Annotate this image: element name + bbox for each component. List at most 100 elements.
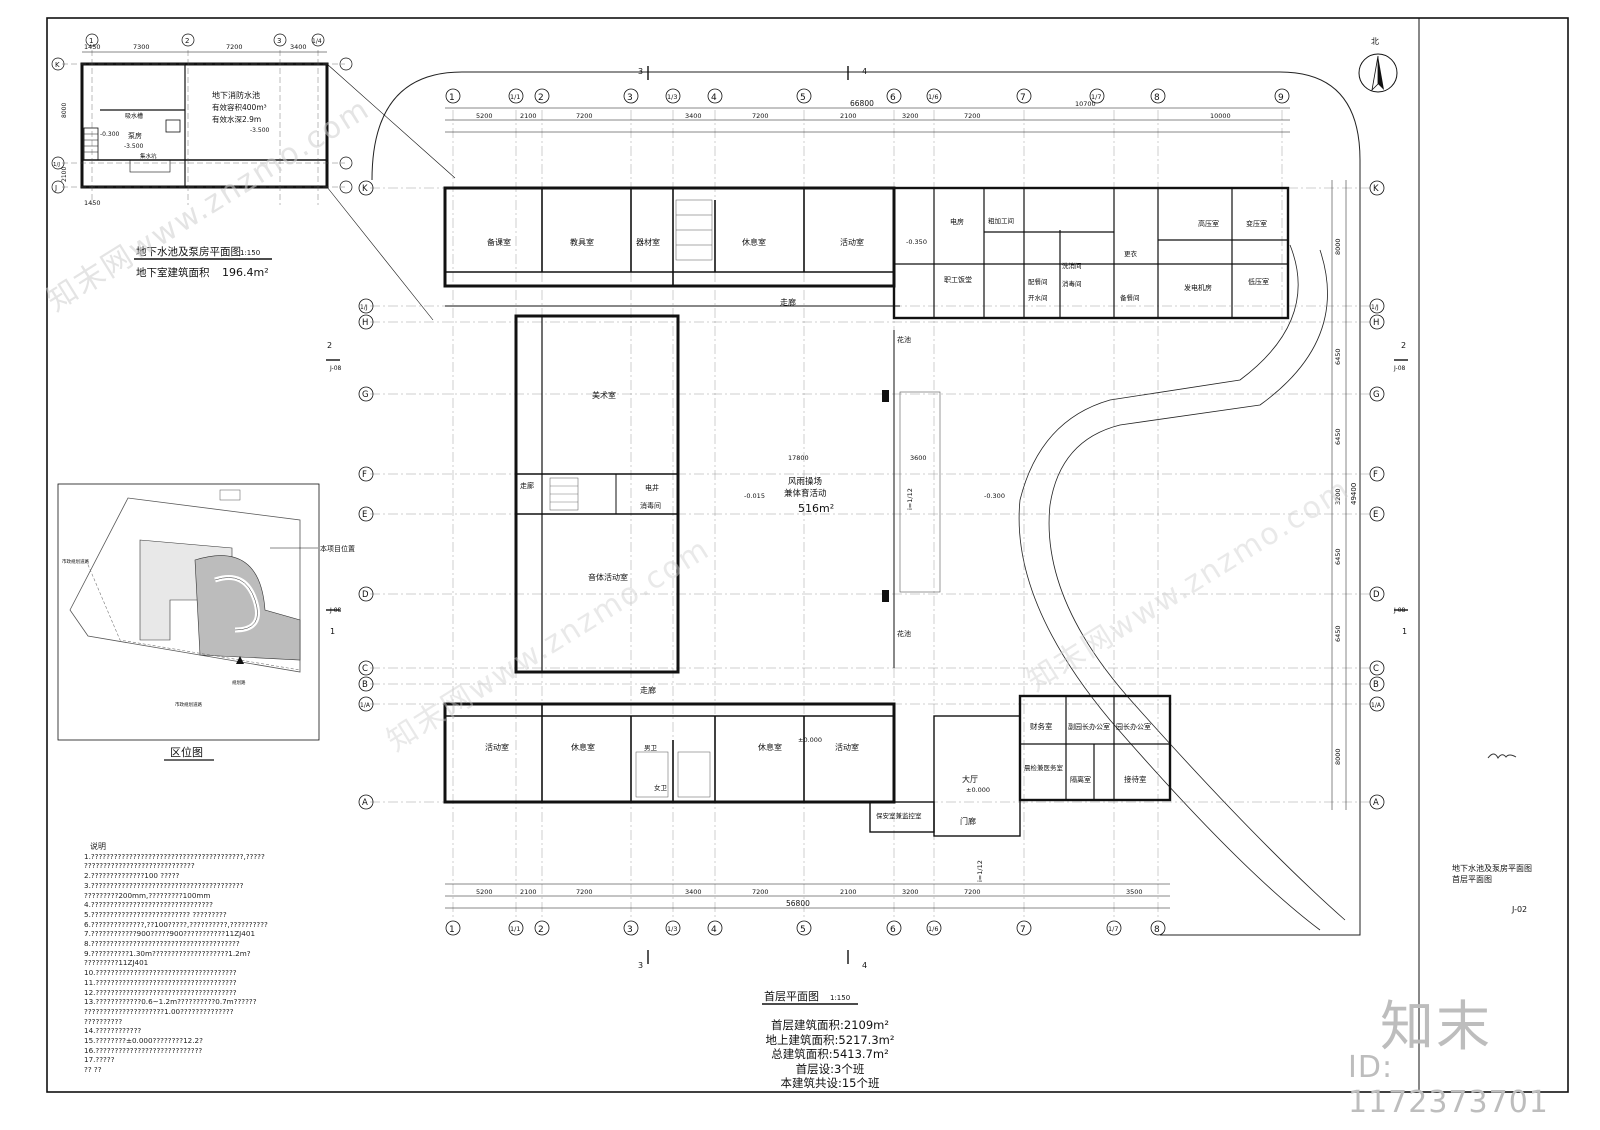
office-room: 花池 bbox=[897, 629, 911, 638]
general-notes: 说明 1.???????????????????????????????????… bbox=[84, 842, 384, 1075]
bottom-dim: 7200 bbox=[752, 888, 769, 896]
service-room: 高压室 bbox=[1198, 219, 1219, 228]
basement-room: 集水坑 bbox=[140, 152, 157, 160]
site-boundary bbox=[371, 71, 1361, 936]
axis-label-x: 1/3 bbox=[667, 93, 677, 101]
note-line: 10.????????????????????????????????????? bbox=[84, 968, 237, 978]
ramp-slope: i=1/12 bbox=[906, 488, 914, 510]
main-plan-title: 首层平面图 bbox=[764, 989, 819, 1003]
axis-label-x-bottom: 2 bbox=[538, 925, 544, 935]
axis-label-y-right: B bbox=[1373, 680, 1379, 690]
note-line: 3.??????????????????????????????????????… bbox=[84, 880, 244, 890]
note-line: ?? ?? bbox=[84, 1065, 102, 1075]
room-label: 美术室 bbox=[592, 390, 616, 400]
service-room: 变压室 bbox=[1246, 219, 1267, 228]
service-room: 更衣 bbox=[1124, 249, 1138, 258]
site-road bbox=[1018, 244, 1321, 931]
top-dim: 10700 bbox=[1075, 100, 1096, 108]
axis-label-y: 1/A bbox=[360, 702, 371, 709]
axis-label-x: 1/7 bbox=[1091, 93, 1101, 101]
right-dim: 6450 bbox=[1334, 548, 1342, 565]
basement-room: 吸水槽 bbox=[125, 112, 143, 120]
axis-label-y-right: H bbox=[1373, 318, 1379, 328]
bottom-dim: 3400 bbox=[685, 888, 702, 896]
room-label: 消毒间 bbox=[640, 501, 661, 510]
office-room: 接待室 bbox=[1124, 774, 1147, 784]
room-label: 休息室 bbox=[742, 237, 766, 247]
axis-label-y-right: D bbox=[1373, 590, 1380, 600]
service-room: 粗加工间 bbox=[988, 216, 1014, 225]
axis-label-x: 1 bbox=[449, 93, 455, 103]
axis-label-y: D bbox=[362, 590, 369, 600]
basement-area-label: 地下室建筑面积 bbox=[136, 266, 210, 279]
basement-title: 地下水池及泵房平面图 bbox=[136, 245, 241, 258]
section-ref: J-08 bbox=[1393, 607, 1406, 614]
basement-plan: 1450 7300 7200 3400 1450 1 2 3 1/4 K 1/J… bbox=[51, 33, 456, 321]
right-dim: 6450 bbox=[1334, 625, 1342, 642]
section-marks bbox=[326, 66, 1408, 964]
basement-level: -3.500 bbox=[250, 127, 270, 134]
location-road: 市政规划道路 bbox=[62, 558, 89, 565]
basement-axis-y: 1/J bbox=[53, 162, 60, 168]
service-room: 职工饭堂 bbox=[944, 275, 972, 284]
axis-label-x-bottom: 1/1 bbox=[510, 925, 520, 933]
level-mark: -0.350 bbox=[906, 238, 927, 246]
axis-label-y: H bbox=[362, 318, 368, 328]
room-label: 备课室 bbox=[487, 237, 511, 247]
basement-level: -3.500 bbox=[124, 143, 144, 150]
axis-label-y: B bbox=[362, 680, 368, 690]
stat-line: 首层建筑面积:2109m² bbox=[771, 1018, 889, 1032]
service-room: 备餐间 bbox=[1120, 293, 1140, 302]
top-dim: 3400 bbox=[685, 112, 702, 120]
office-room: 花池 bbox=[897, 335, 911, 344]
axis-label-x: 2 bbox=[538, 93, 544, 103]
basement-axis-y: K bbox=[55, 61, 60, 69]
dim-label: 3600 bbox=[910, 454, 927, 462]
axis-label-x-bottom: 1/3 bbox=[667, 925, 677, 933]
axis-label-x: 1/1 bbox=[510, 93, 520, 101]
right-dim: 8000 bbox=[1334, 238, 1342, 255]
lobby-wall bbox=[933, 715, 1021, 837]
axis-label-y: G bbox=[362, 390, 369, 400]
note-line: 2.??????????????100 ????? bbox=[84, 871, 180, 881]
top-dim: 10000 bbox=[1210, 112, 1231, 120]
room-label: 音体活动室 bbox=[588, 572, 628, 582]
bottom-dim: 3500 bbox=[1126, 888, 1143, 896]
room-label: 器材室 bbox=[636, 237, 660, 247]
basement-level: -0.300 bbox=[100, 131, 120, 138]
axis-label-x-bottom: 5 bbox=[800, 925, 806, 935]
room-label: 教具室 bbox=[570, 237, 594, 247]
office-room: 副园长办公室 bbox=[1068, 722, 1110, 731]
stat-line: 地上建筑面积:5217.3m² bbox=[765, 1032, 895, 1047]
section-label: 2 bbox=[1401, 341, 1406, 350]
note-line: 7.????????????900?????900???????????11ZJ… bbox=[84, 929, 256, 939]
bottom-dim: 7200 bbox=[576, 888, 593, 896]
office-room: 保安室兼监控室 bbox=[876, 811, 922, 820]
axis-bubbles-top bbox=[445, 88, 1290, 104]
note-line: 1.??????????????????????????????????????… bbox=[84, 851, 265, 861]
top-dim: 2100 bbox=[520, 112, 537, 120]
axis-label-x-bottom: 7 bbox=[1020, 925, 1026, 935]
basement-dim: 7300 bbox=[133, 43, 150, 51]
ramp-slope: i=1/12 bbox=[976, 860, 984, 882]
axis-label-x: 8 bbox=[1154, 93, 1160, 103]
room-label: 休息室 bbox=[571, 742, 595, 752]
notes-title: 说明 bbox=[90, 842, 106, 851]
basement-axis-y: J bbox=[54, 184, 57, 192]
sheet-title-2: 首层平面图 bbox=[1452, 874, 1492, 884]
service-room: 低压室 bbox=[1248, 277, 1269, 286]
room-label: 活动室 bbox=[485, 742, 509, 752]
right-total-dim: 49400 bbox=[1350, 483, 1358, 505]
grid-lines-h bbox=[370, 187, 1370, 803]
south-wing-wall bbox=[443, 702, 896, 804]
west-wing-wall bbox=[514, 314, 680, 674]
bottom-dim: 7200 bbox=[964, 888, 981, 896]
bottom-total-dim: 56800 bbox=[786, 899, 810, 908]
axis-bubbles-side bbox=[358, 180, 1385, 810]
axis-label-y: K bbox=[362, 184, 368, 194]
office-room: 晨检兼医务室 bbox=[1024, 763, 1064, 772]
location-map: 本项目位置 市政规划道路 规划路 市政规划道路 区位图 bbox=[57, 483, 355, 761]
main-plan: 1 1/1 2 3 1/3 4 5 6 1/6 7 1/7 8 9 1 1/1 … bbox=[326, 66, 1408, 1005]
location-road: 市政规划道路 bbox=[175, 701, 202, 708]
